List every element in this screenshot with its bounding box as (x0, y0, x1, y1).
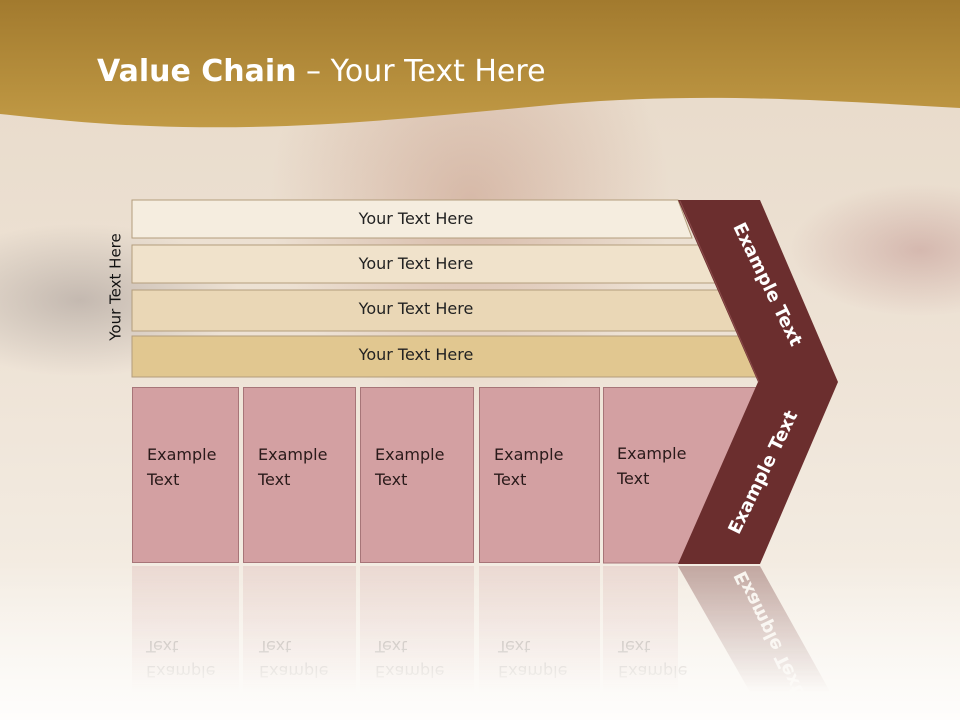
header-wave (0, 0, 960, 128)
primary-box-text: Example Text (617, 444, 687, 488)
primary-box-text: Example Text (147, 445, 217, 489)
primary-box-text: Example Text (375, 445, 445, 489)
reflection-box (132, 566, 239, 706)
primary-box-text: Example Text (258, 445, 328, 489)
title-bold: Value Chain (97, 54, 297, 89)
reflection-text: Example Text (146, 637, 216, 681)
title-rest: – Your Text Here (296, 54, 546, 89)
header-band: Value Chain – Your Text Here (0, 0, 960, 140)
support-row-shape (131, 199, 693, 239)
reflection-box (360, 566, 474, 706)
reflection-text: Example Text (375, 637, 445, 681)
reflection-box (479, 566, 600, 706)
primary-box-text: Example Text (494, 445, 564, 489)
primary-box-3: Example Text (360, 387, 474, 563)
reflection-text: Example Text (259, 637, 329, 681)
support-row-label: Your Text Here (358, 254, 474, 273)
reflection-box (603, 566, 678, 706)
reflection-chevron (678, 566, 832, 706)
reflection-text: Example Text (498, 637, 568, 681)
support-row-label: Your Text Here (358, 299, 474, 318)
reflection-box (243, 566, 356, 706)
primary-box-4: Example Text (479, 387, 600, 563)
primary-box-1: Example Text (132, 387, 239, 563)
primary-box-2: Example Text (243, 387, 356, 563)
support-row-label: Your Text Here (358, 345, 474, 364)
diagram-reflection: Example Text Example Text Example Text E… (132, 566, 832, 706)
page-title: Value Chain – Your Text Here (97, 54, 546, 89)
support-row-label: Your Text Here (358, 209, 474, 228)
reflection-text: Example Text (618, 637, 688, 681)
primary-box-5: Example Text (603, 387, 686, 563)
